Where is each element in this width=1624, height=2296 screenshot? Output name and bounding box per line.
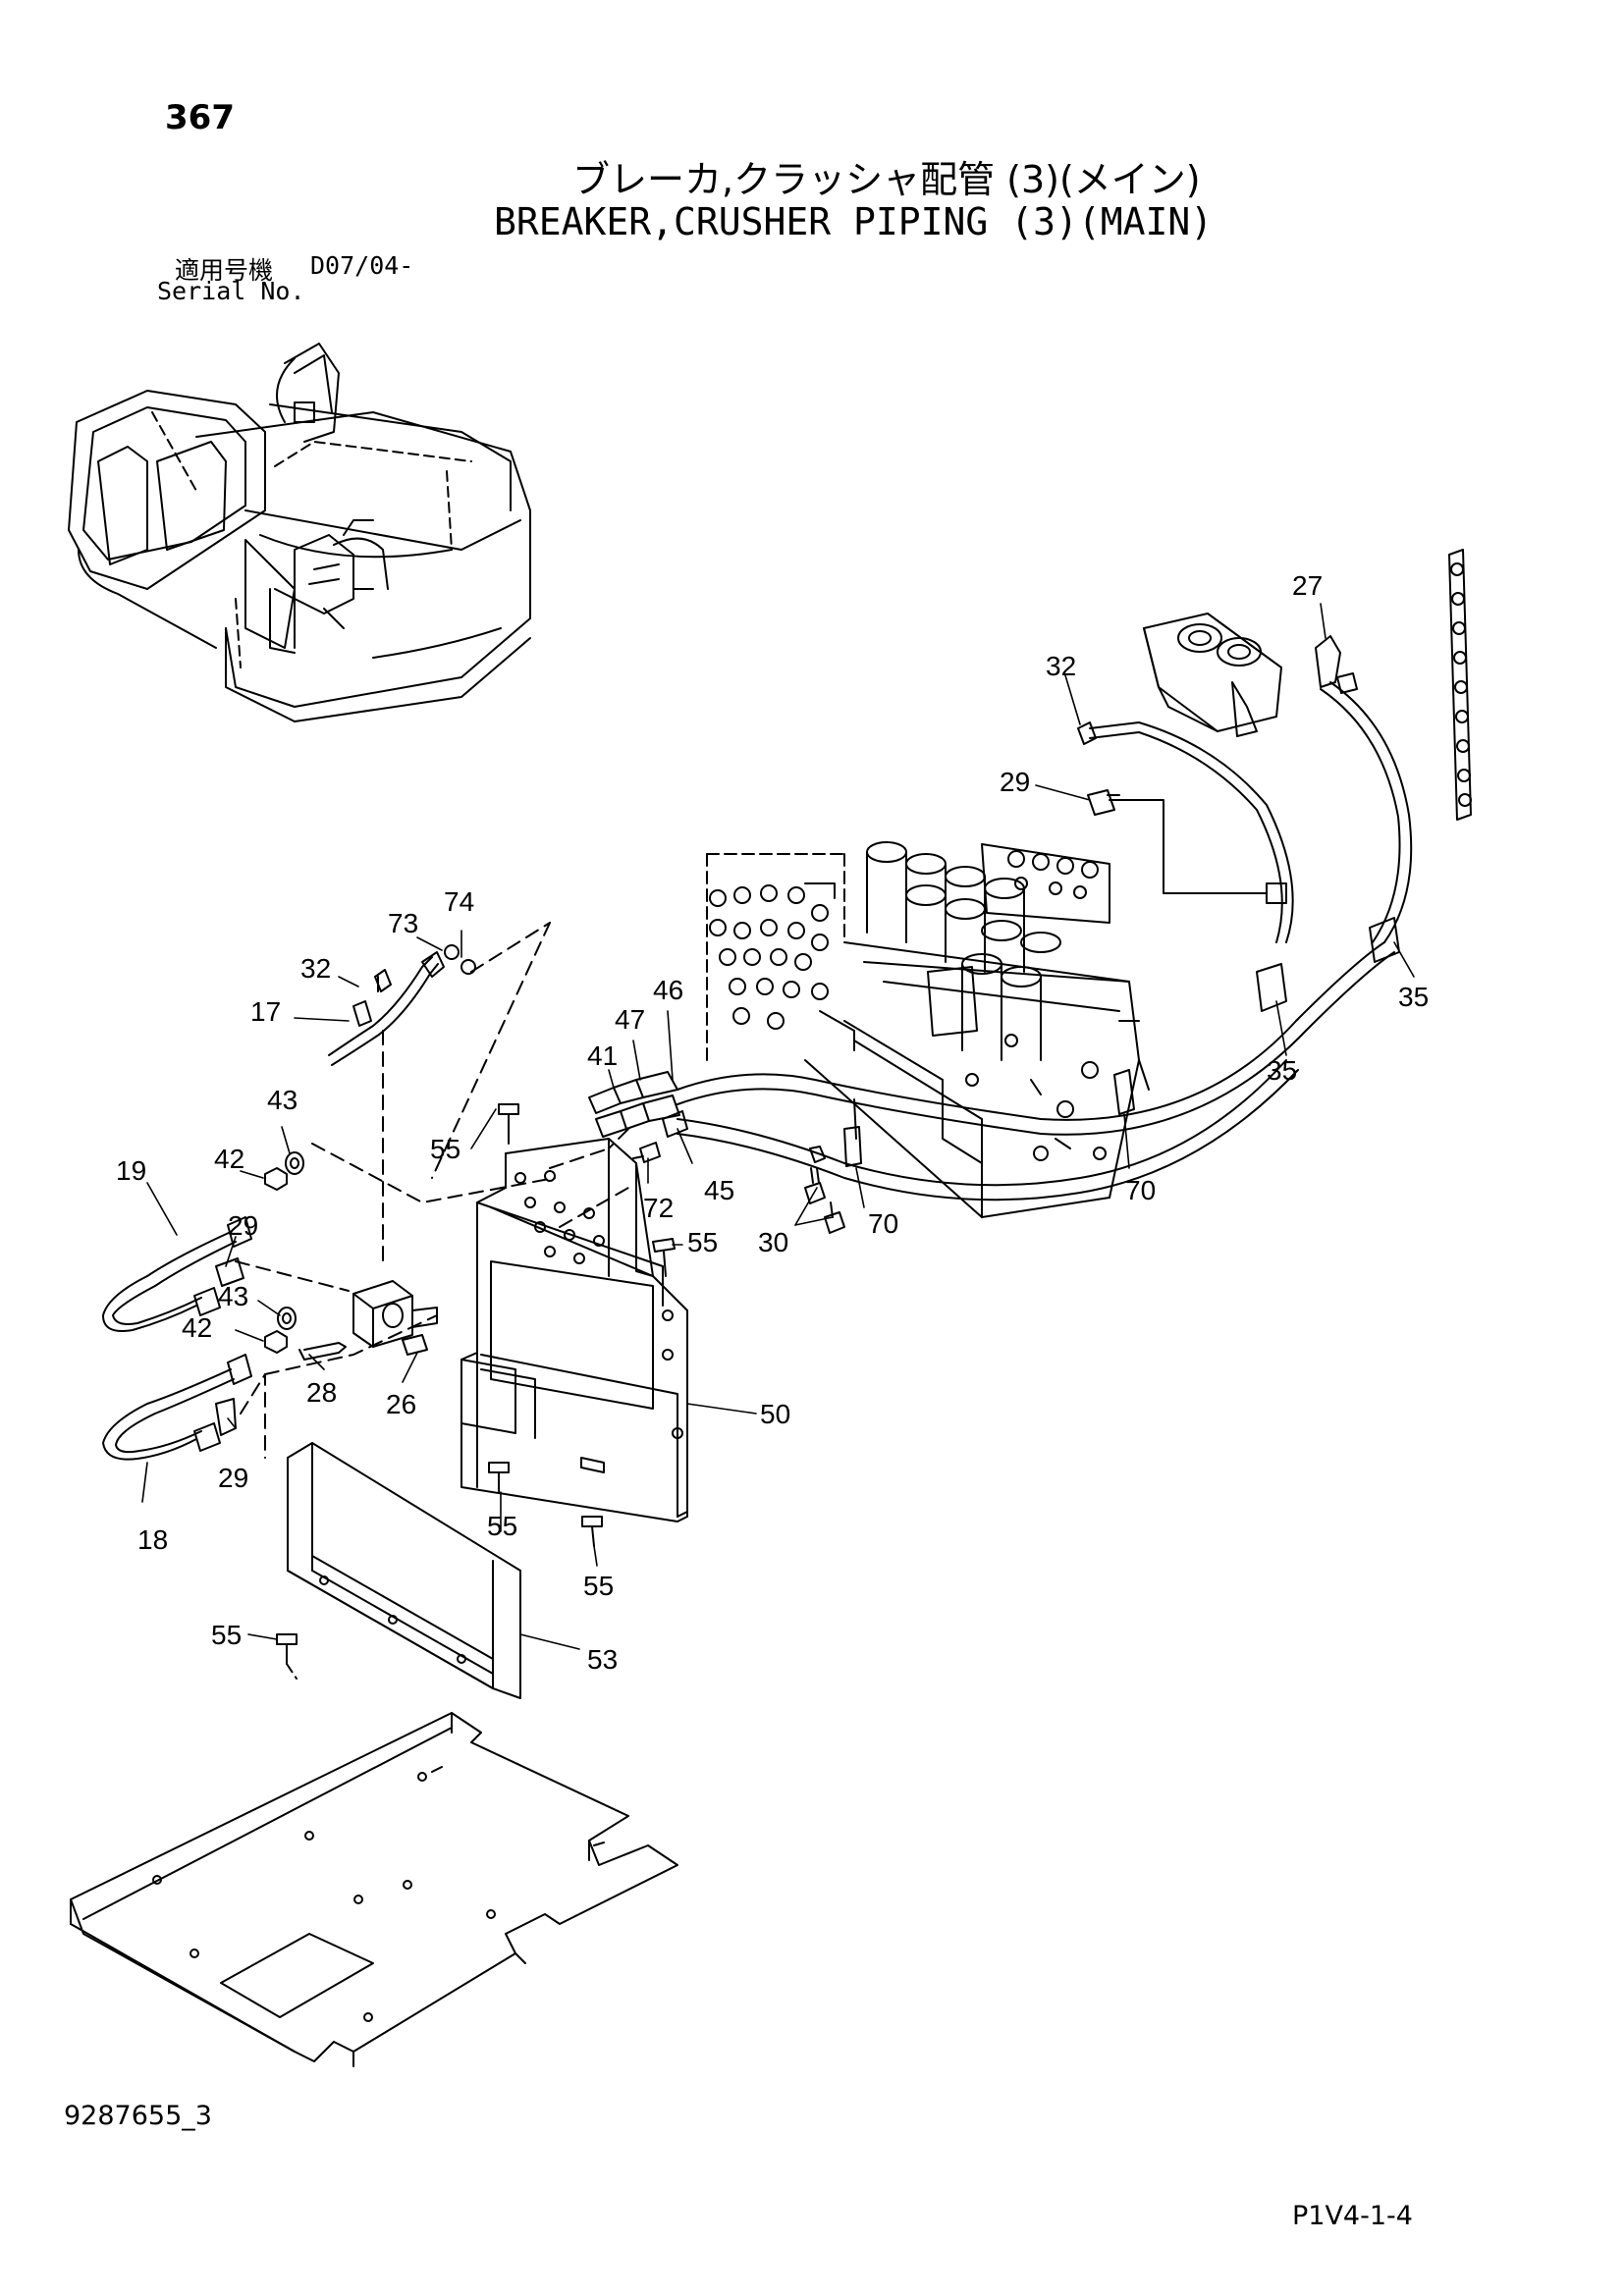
callout-label: 42	[182, 1312, 212, 1343]
callout-label: 43	[267, 1085, 298, 1115]
callout-label: 74	[444, 886, 474, 917]
callout-label: 29	[228, 1210, 258, 1241]
callout-label: 35	[1267, 1055, 1297, 1086]
serial-label-japanese: 適用号機	[175, 256, 274, 285]
callout-label: 55	[687, 1227, 718, 1257]
serial-label-english: Serial No.	[157, 277, 305, 305]
callout-label: 28	[306, 1377, 337, 1408]
title-japanese: ブレーカ,クラッシャ配管 (3)(メイン)	[572, 158, 1201, 201]
page-number: 367	[165, 98, 235, 137]
bracket-50	[460, 1138, 688, 1522]
bolts-55	[276, 1103, 676, 1680]
nuts-washers	[264, 1151, 304, 1354]
control-valve	[706, 841, 1150, 1218]
callout-label: 73	[388, 908, 418, 938]
callout-label: 32	[300, 953, 331, 984]
hoses-19-18	[102, 1216, 252, 1461]
callout-label: 45	[704, 1175, 734, 1205]
callout-label: 70	[1125, 1175, 1156, 1205]
callout-label: 29	[218, 1463, 248, 1493]
machine-overview	[68, 343, 531, 722]
cover-53	[287, 1442, 521, 1699]
callout-label: 17	[250, 996, 281, 1027]
callout-label: 18	[137, 1524, 168, 1555]
page-code: P1V4-1-4	[1292, 2201, 1413, 2231]
callout-label: 43	[218, 1281, 248, 1311]
callout-label: 41	[587, 1041, 618, 1071]
callout-label: 27	[1292, 570, 1323, 601]
callout-label: 46	[653, 975, 683, 1005]
top-fittings	[1077, 635, 1358, 816]
callout-label: 19	[116, 1155, 146, 1186]
callout-label: 35	[1398, 982, 1429, 1012]
callout-label: 42	[214, 1144, 244, 1174]
callout-label: 26	[386, 1389, 416, 1419]
main-hoses	[677, 681, 1413, 1201]
callout-label: 50	[760, 1399, 790, 1429]
solenoid-valve-block	[1143, 613, 1282, 737]
title-english: BREAKER,CRUSHER PIPING (3)(MAIN)	[494, 200, 1214, 243]
centerlines	[235, 922, 629, 1459]
serial-value: D07/04-	[310, 251, 414, 280]
right-mounting-plate	[1448, 549, 1472, 821]
block-26	[298, 1280, 438, 1361]
callout-label: 55	[430, 1134, 460, 1164]
floor-plate	[70, 1712, 678, 2067]
callout-label: 70	[868, 1208, 898, 1239]
callout-label: 55	[583, 1571, 614, 1601]
hose-17-assembly	[328, 944, 476, 1066]
callout-label: 72	[643, 1193, 674, 1223]
callout-label: 32	[1046, 651, 1076, 681]
callout-label: 55	[211, 1620, 242, 1650]
callout-label: 55	[487, 1511, 517, 1541]
callout-label: 29	[1000, 767, 1030, 797]
callout-labels: 27 32 29 35 35 74 73 32 17 46 47 41 43 4…	[116, 570, 1429, 1675]
callout-label: 47	[615, 1004, 645, 1035]
leader-lines	[141, 603, 1415, 1650]
drawing-number: 9287655_3	[64, 2101, 212, 2131]
fittings-cluster	[588, 1071, 845, 1234]
callout-label: 30	[758, 1227, 788, 1257]
callout-label: 53	[587, 1644, 618, 1675]
